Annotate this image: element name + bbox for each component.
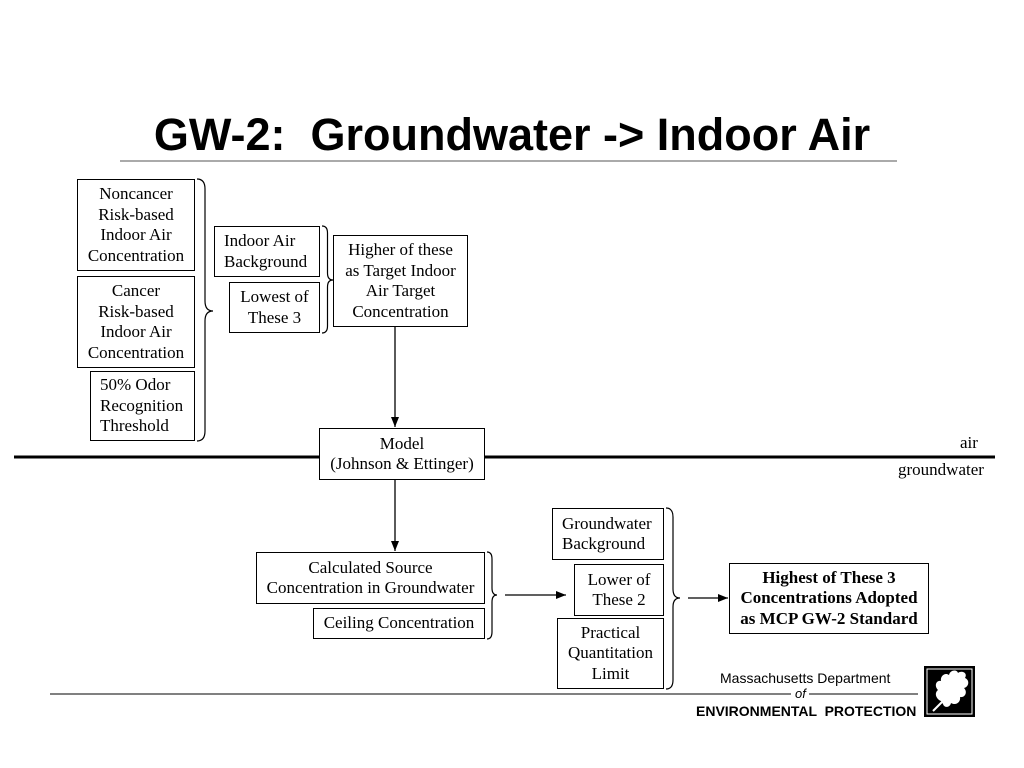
lowest-of-three-box-line: These 3: [247, 307, 302, 327]
noncancer-box-line: Concentration: [87, 245, 185, 265]
noncancer-box-line: Noncancer: [99, 184, 173, 203]
noncancer-box-line: Risk-based: [98, 204, 174, 224]
lower-of-two-box-line: These 2: [592, 590, 646, 609]
gw2-standard-box: Highest of These 3 Concentrations Adopte…: [729, 563, 929, 634]
indoor-air-background-box-line: Indoor Air: [224, 231, 296, 250]
brace-background-vs-lowest: [321, 225, 334, 334]
target-indoor-air-box-line: as Target Indoor: [345, 260, 456, 280]
groundwater-background-box-line: Background: [562, 534, 646, 553]
calculated-source-box-line: Calculated Source: [308, 557, 433, 577]
target-indoor-air-box-line: Air Target: [365, 281, 436, 300]
brace-groundwater-criteria: [665, 507, 681, 690]
indoor-air-background-box: Indoor Air Background: [214, 226, 320, 277]
footer-department: Massachusetts Department: [720, 670, 891, 686]
target-indoor-air-box: Higher of these as Target Indoor Air Tar…: [333, 235, 468, 327]
noncancer-box-line: Indoor Air: [100, 225, 172, 244]
model-box-line: Model: [379, 433, 425, 453]
indoor-air-background-box-line: Background: [224, 251, 308, 271]
logo-inner-border: [926, 668, 973, 715]
ceiling-concentration-box-line: Ceiling Concentration: [323, 613, 475, 633]
pql-box: Practical Quantitation Limit: [557, 618, 664, 689]
cancer-box-line: Risk-based: [98, 301, 174, 321]
groundwater-background-box: Groundwater Background: [552, 508, 664, 560]
model-box-line: (Johnson & Ettinger): [330, 454, 474, 473]
dep-logo: [924, 666, 975, 717]
odor-threshold-box-line: Recognition: [100, 395, 184, 415]
air-label: air: [960, 433, 978, 452]
lowest-of-three-box: Lowest of These 3: [229, 282, 320, 333]
cancer-box-line: Concentration: [87, 342, 185, 362]
oak-leaf-stem: [932, 701, 943, 712]
slide-title: GW-2: Groundwater -> Indoor Air: [153, 109, 871, 160]
lower-of-two-box-line: Lower of: [587, 569, 651, 589]
gw2-standard-box-line: Concentrations Adopted: [740, 588, 918, 608]
brace-indoor-air-criteria: [196, 178, 214, 442]
cancer-box-line: Cancer: [111, 281, 161, 300]
calculated-source-box: Calculated Source Concentration in Groun…: [256, 552, 485, 604]
cancer-box: Cancer Risk-based Indoor Air Concentrati…: [77, 276, 195, 368]
oak-leaf-icon: [935, 670, 969, 707]
pql-box-line: Practical: [580, 622, 641, 642]
footer-of: of: [795, 686, 806, 701]
groundwater-label: groundwater: [898, 460, 984, 479]
cancer-box-line: Indoor Air: [100, 322, 172, 341]
model-box: Model (Johnson & Ettinger): [319, 428, 485, 480]
gw2-standard-box-line: Highest of These 3: [762, 567, 896, 587]
pql-box-line: Quantitation: [568, 643, 653, 663]
ceiling-concentration-box: Ceiling Concentration: [313, 608, 485, 639]
gw2-standard-box-line: as MCP GW-2 Standard: [740, 608, 918, 628]
noncancer-box: Noncancer Risk-based Indoor Air Concentr…: [77, 179, 195, 271]
target-indoor-air-box-line: Higher of these: [348, 240, 453, 259]
lower-of-two-box: Lower of These 2: [574, 564, 664, 616]
target-indoor-air-box-line: Concentration: [352, 301, 449, 321]
calculated-source-box-line: Concentration in Groundwater: [266, 578, 475, 597]
pql-box-line: Limit: [591, 663, 630, 683]
lowest-of-three-box-line: Lowest of: [240, 287, 309, 306]
odor-threshold-box-line: Threshold: [100, 416, 169, 436]
brace-source-vs-ceiling: [486, 551, 498, 640]
footer-agency: ENVIRONMENTAL PROTECTION: [696, 703, 917, 719]
odor-threshold-box-line: 50% Odor: [100, 375, 171, 395]
groundwater-background-box-line: Groundwater: [562, 513, 652, 533]
odor-threshold-box: 50% Odor Recognition Threshold: [90, 371, 195, 441]
